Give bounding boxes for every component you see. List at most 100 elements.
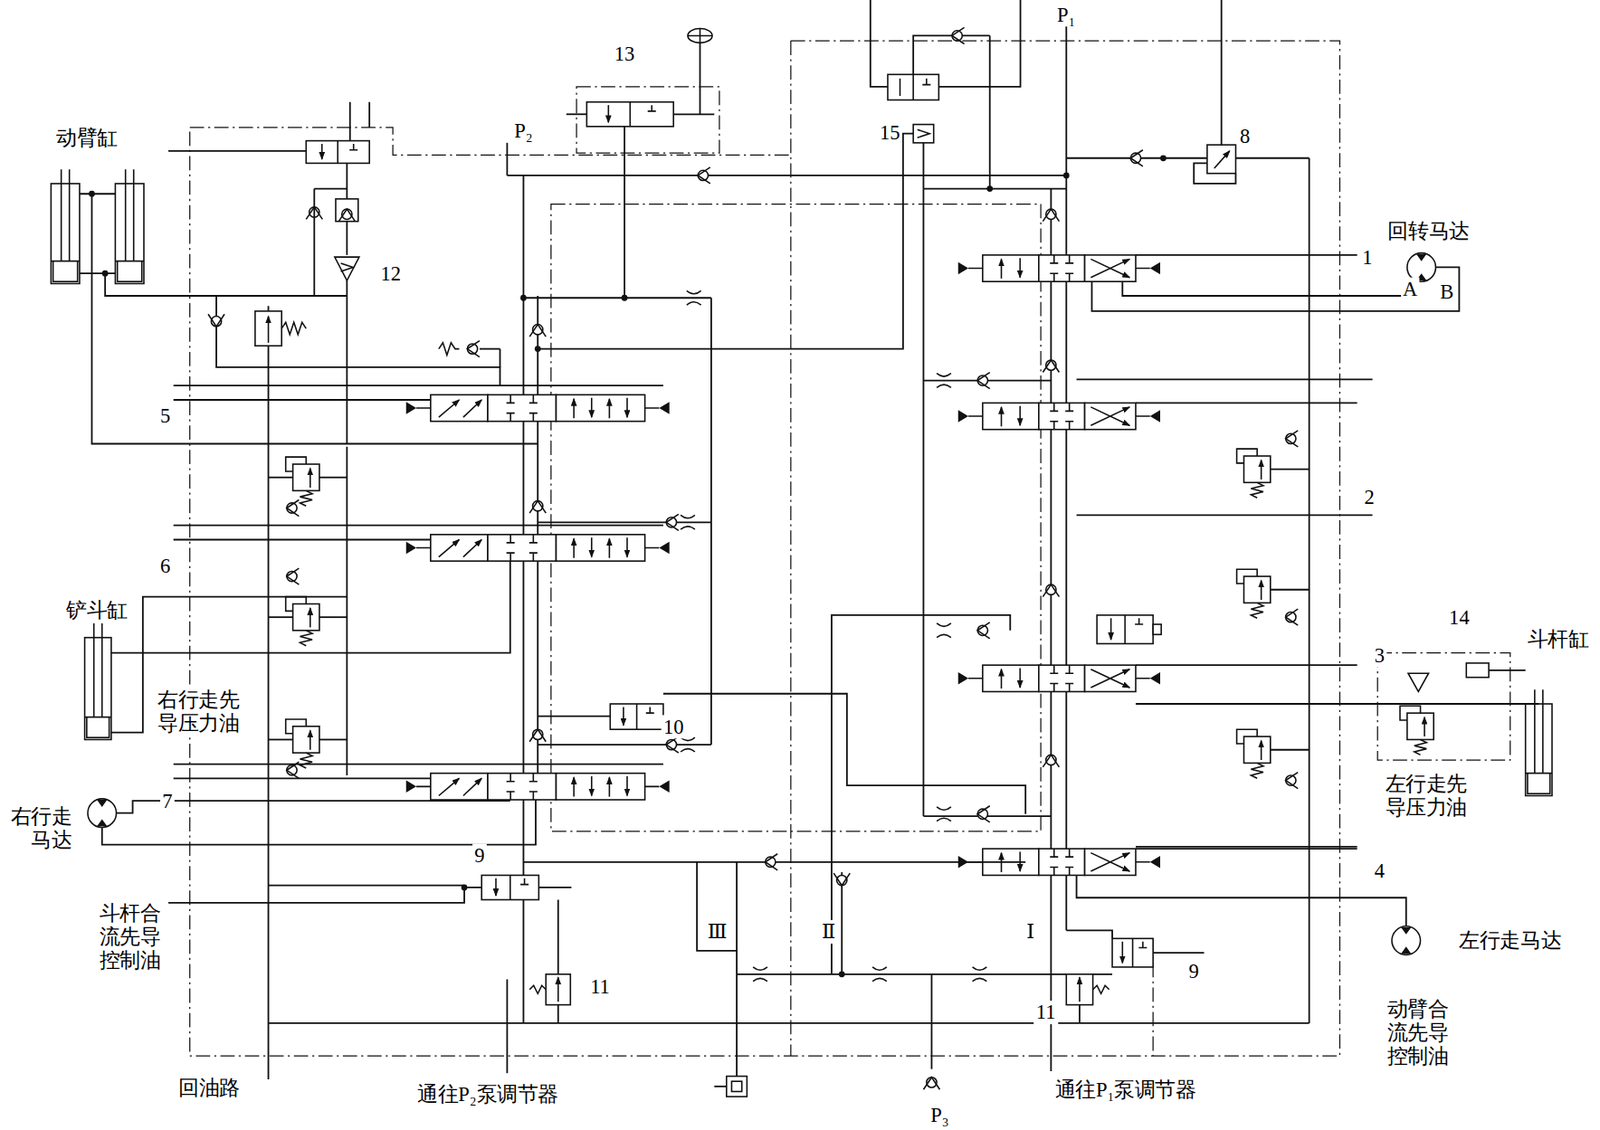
flow-arrow [1090, 407, 1130, 426]
spool-section [430, 394, 488, 421]
return-line [267, 305, 270, 1080]
pipe-line [566, 113, 588, 115]
pilot-stem [416, 407, 659, 410]
pipe-line [168, 150, 306, 153]
valve-11 [545, 974, 571, 1006]
check-seat [338, 209, 355, 222]
pipe-line [537, 715, 610, 718]
pipe-line [923, 142, 925, 190]
blocked-port [1049, 665, 1058, 692]
pipe-line [523, 296, 711, 299]
hydraulic-cylinder [85, 623, 112, 741]
check-valve [1285, 609, 1299, 626]
flow-arrow [1090, 669, 1130, 688]
callout-label: B [1438, 280, 1457, 305]
pipe-line [673, 113, 715, 115]
flow-arrow [572, 538, 575, 558]
piston-rod [94, 623, 103, 718]
orifice-arcs [936, 373, 952, 389]
check-valve [1285, 772, 1299, 790]
spring [1250, 762, 1264, 779]
orifice [872, 967, 887, 982]
check-valve [666, 514, 679, 531]
check-valve [1130, 150, 1143, 167]
filter-box [726, 1076, 748, 1098]
check-valve [977, 372, 991, 390]
flow-arrow [590, 398, 593, 418]
pilot-line [1400, 705, 1421, 721]
orifice-arcs [936, 807, 952, 822]
spring [281, 322, 306, 335]
orifice-arcs [872, 967, 887, 982]
pipe-line [479, 348, 501, 351]
spool-section [1085, 255, 1136, 282]
directional-spool-valve [406, 394, 670, 421]
part-label: 回转马达 [1385, 219, 1472, 243]
orifice [686, 290, 702, 305]
check-seat [208, 314, 225, 327]
valve-11 [1066, 974, 1093, 1006]
spool-section [430, 773, 488, 800]
check-seat [286, 568, 300, 585]
valve-9 [1112, 938, 1153, 968]
check-valve [466, 341, 480, 358]
spool-section [487, 773, 557, 800]
callout-label: 11 [1034, 1000, 1058, 1025]
callout-label: 12 [378, 261, 403, 286]
return-line [268, 1022, 1310, 1025]
piston-head [117, 261, 143, 283]
pipe-line [173, 384, 664, 387]
check-valve [208, 314, 225, 327]
p2-line [506, 174, 1067, 177]
spring [917, 129, 931, 138]
motor-circle [1391, 926, 1421, 956]
check-valve [833, 873, 850, 886]
callout-label: Ⅱ [819, 919, 839, 943]
spool-section [1085, 402, 1136, 429]
cylinder-barrel [114, 183, 144, 284]
pipe-line [104, 273, 347, 296]
flow-arrow [608, 104, 610, 123]
pilot-valve [1466, 663, 1489, 678]
pilot-stem [416, 547, 659, 550]
pipe-line [268, 616, 294, 619]
valve-divider [336, 141, 339, 164]
flow-arrow [463, 539, 482, 557]
callout-label: 2 [1361, 485, 1377, 509]
flow-arrow [609, 538, 611, 558]
pipe-line [1135, 664, 1358, 667]
spool-section [1038, 255, 1086, 282]
check-valve [977, 622, 991, 639]
flow-arrow [557, 977, 560, 1002]
relief-valve [1237, 569, 1271, 619]
pilot-line [285, 719, 307, 734]
pipe-line [1135, 847, 1358, 850]
pilot-triangle [958, 409, 969, 423]
callout-label: 9 [1186, 959, 1201, 983]
pilot-triangle [658, 780, 669, 794]
pipe-line [623, 126, 626, 298]
check-valve [952, 27, 965, 44]
pipe-line [173, 777, 431, 780]
check-valve [697, 167, 711, 184]
flow-arrow [1090, 853, 1130, 872]
pipe-line [1076, 514, 1373, 517]
pilot-triangle [958, 262, 969, 276]
valve-body [305, 141, 370, 164]
directional-spool-valve [406, 534, 670, 562]
pipe-line [537, 133, 914, 350]
pilot-triangle [1150, 409, 1161, 423]
piston-rod [61, 169, 70, 261]
pipe-line [173, 763, 664, 766]
relief-body [293, 726, 320, 753]
check-seat [1285, 430, 1299, 448]
check-seat [765, 854, 779, 871]
relief-body [1407, 713, 1434, 740]
flow-arrow [1000, 258, 1003, 278]
check-valve [1042, 584, 1059, 598]
relief-arrow [1260, 580, 1263, 600]
flow-arrow [1019, 257, 1021, 277]
pipe-line [268, 476, 294, 479]
callout-label: 7 [160, 789, 175, 813]
solenoid [1152, 624, 1162, 635]
